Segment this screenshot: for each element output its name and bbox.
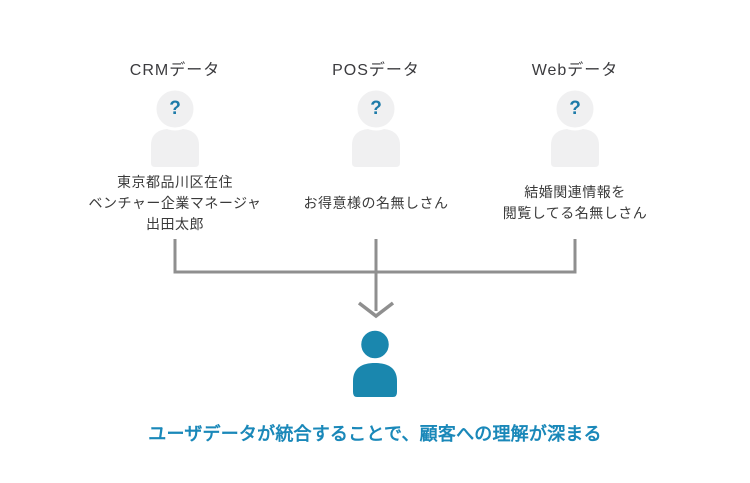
person-silhouette-icon xyxy=(151,88,199,167)
source-column-crm: CRMデータ ? 東京都品川区在住 ベンチャー企業マネージャ 出田太郎 xyxy=(55,0,295,260)
question-mark-icon: ? xyxy=(169,98,181,119)
description-line: お得意様の名無しさん xyxy=(303,194,449,211)
person-silhouette-icon xyxy=(551,88,599,167)
source-title-web: Webデータ xyxy=(531,62,619,79)
source-description-pos: お得意様の名無しさん xyxy=(246,171,506,235)
description-line: ベンチャー企業マネージャ xyxy=(88,194,262,211)
merged-person-icon xyxy=(351,328,399,397)
diagram-caption: ユーザデータが統合することで、顧客への理解が深まる xyxy=(148,424,602,444)
source-column-web: Webデータ ? 結婚関連情報を 閲覧してる名無しさん xyxy=(455,0,695,260)
arrow-down-icon xyxy=(357,301,395,319)
source-description-crm: 東京都品川区在住 ベンチャー企業マネージャ 出田太郎 xyxy=(45,171,305,235)
description-line: 出田太郎 xyxy=(146,215,204,232)
question-mark-icon: ? xyxy=(370,98,382,119)
source-title-pos: POSデータ xyxy=(332,62,420,79)
description-line: 東京都品川区在住 xyxy=(117,173,233,190)
merge-connector xyxy=(173,239,577,319)
person-filled-icon xyxy=(353,328,397,397)
source-description-web: 結婚関連情報を 閲覧してる名無しさん xyxy=(445,171,705,235)
question-mark-icon: ? xyxy=(569,98,581,119)
unknown-person-icon-pos: ? xyxy=(348,88,404,168)
unknown-person-icon-crm: ? xyxy=(147,88,203,168)
description-line: 閲覧してる名無しさん xyxy=(502,205,648,221)
person-silhouette-icon xyxy=(352,88,400,167)
source-title-crm: CRMデータ xyxy=(129,62,221,79)
description-line: 結婚関連情報を xyxy=(524,184,626,200)
source-column-pos: POSデータ ? お得意様の名無しさん xyxy=(256,0,496,260)
unknown-person-icon-web: ? xyxy=(547,88,603,168)
